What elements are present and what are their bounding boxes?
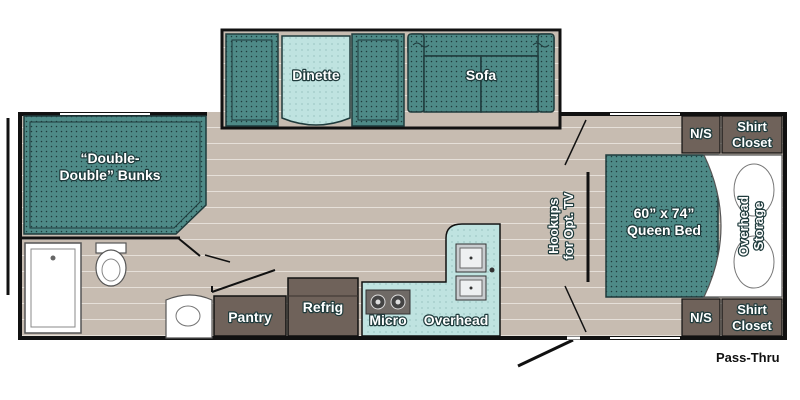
kitchen-sink-icon <box>455 243 495 301</box>
refrig-label: Refrig <box>303 299 343 315</box>
bunks-label-line2: Double” Bunks <box>59 167 160 183</box>
pass-thru-label: Pass-Thru <box>716 350 780 365</box>
sink-icon <box>165 294 213 339</box>
shirt-closet-bottom: Shirt Closet <box>721 298 783 337</box>
bathtub-icon <box>24 242 82 334</box>
refrigerator-icon: Refrig <box>287 277 359 337</box>
micro-label: Micro <box>369 312 406 328</box>
shirt-closet-bottom-line2: Closet <box>732 318 772 333</box>
hookups-label-line2: for Opt. TV <box>561 192 576 259</box>
sofa-label: Sofa <box>466 67 497 83</box>
bunks-label-line1: “Double- <box>80 150 139 166</box>
pantry: Pantry <box>213 295 287 337</box>
queen-bed-icon: 60” x 74” Queen Bed <box>605 154 719 298</box>
dinette-label: Dinette <box>292 67 340 83</box>
kitchen-counter: Micro Overhead <box>361 223 501 337</box>
overhead-storage: Overhead Storage <box>703 154 783 298</box>
overhead-storage-label-line1: Overhead <box>736 196 751 256</box>
door-icon <box>517 336 580 368</box>
ns-top-label: N/S <box>690 126 712 141</box>
overhead-label: Overhead <box>424 312 489 328</box>
overhead-storage-label-line2: Storage <box>751 202 766 250</box>
shirt-closet-top-line2: Closet <box>732 135 772 150</box>
hookups-label-line1: Hookups <box>546 198 561 254</box>
dinette-icon <box>225 33 405 127</box>
shirt-closet-top: Shirt Closet <box>721 115 783 154</box>
ns-bottom-label: N/S <box>690 310 712 325</box>
queen-bed-label-line1: 60” x 74” <box>634 205 695 221</box>
pantry-label: Pantry <box>228 309 272 325</box>
bathroom <box>20 236 231 334</box>
shirt-closet-bottom-line1: Shirt <box>737 302 767 317</box>
exterior-walls <box>6 112 787 340</box>
nightstand-top: N/S <box>681 115 721 154</box>
toilet-icon <box>95 242 127 287</box>
slide-out <box>220 28 562 130</box>
sofa-icon <box>407 33 555 113</box>
nightstand-bottom: N/S <box>681 298 721 337</box>
windows <box>60 113 680 339</box>
stove-icon <box>365 289 411 315</box>
shirt-closet-top-line1: Shirt <box>737 119 767 134</box>
queen-bed-label-line2: Queen Bed <box>627 222 701 238</box>
bunk-bed-icon: “Double- Double” Bunks <box>23 115 207 235</box>
